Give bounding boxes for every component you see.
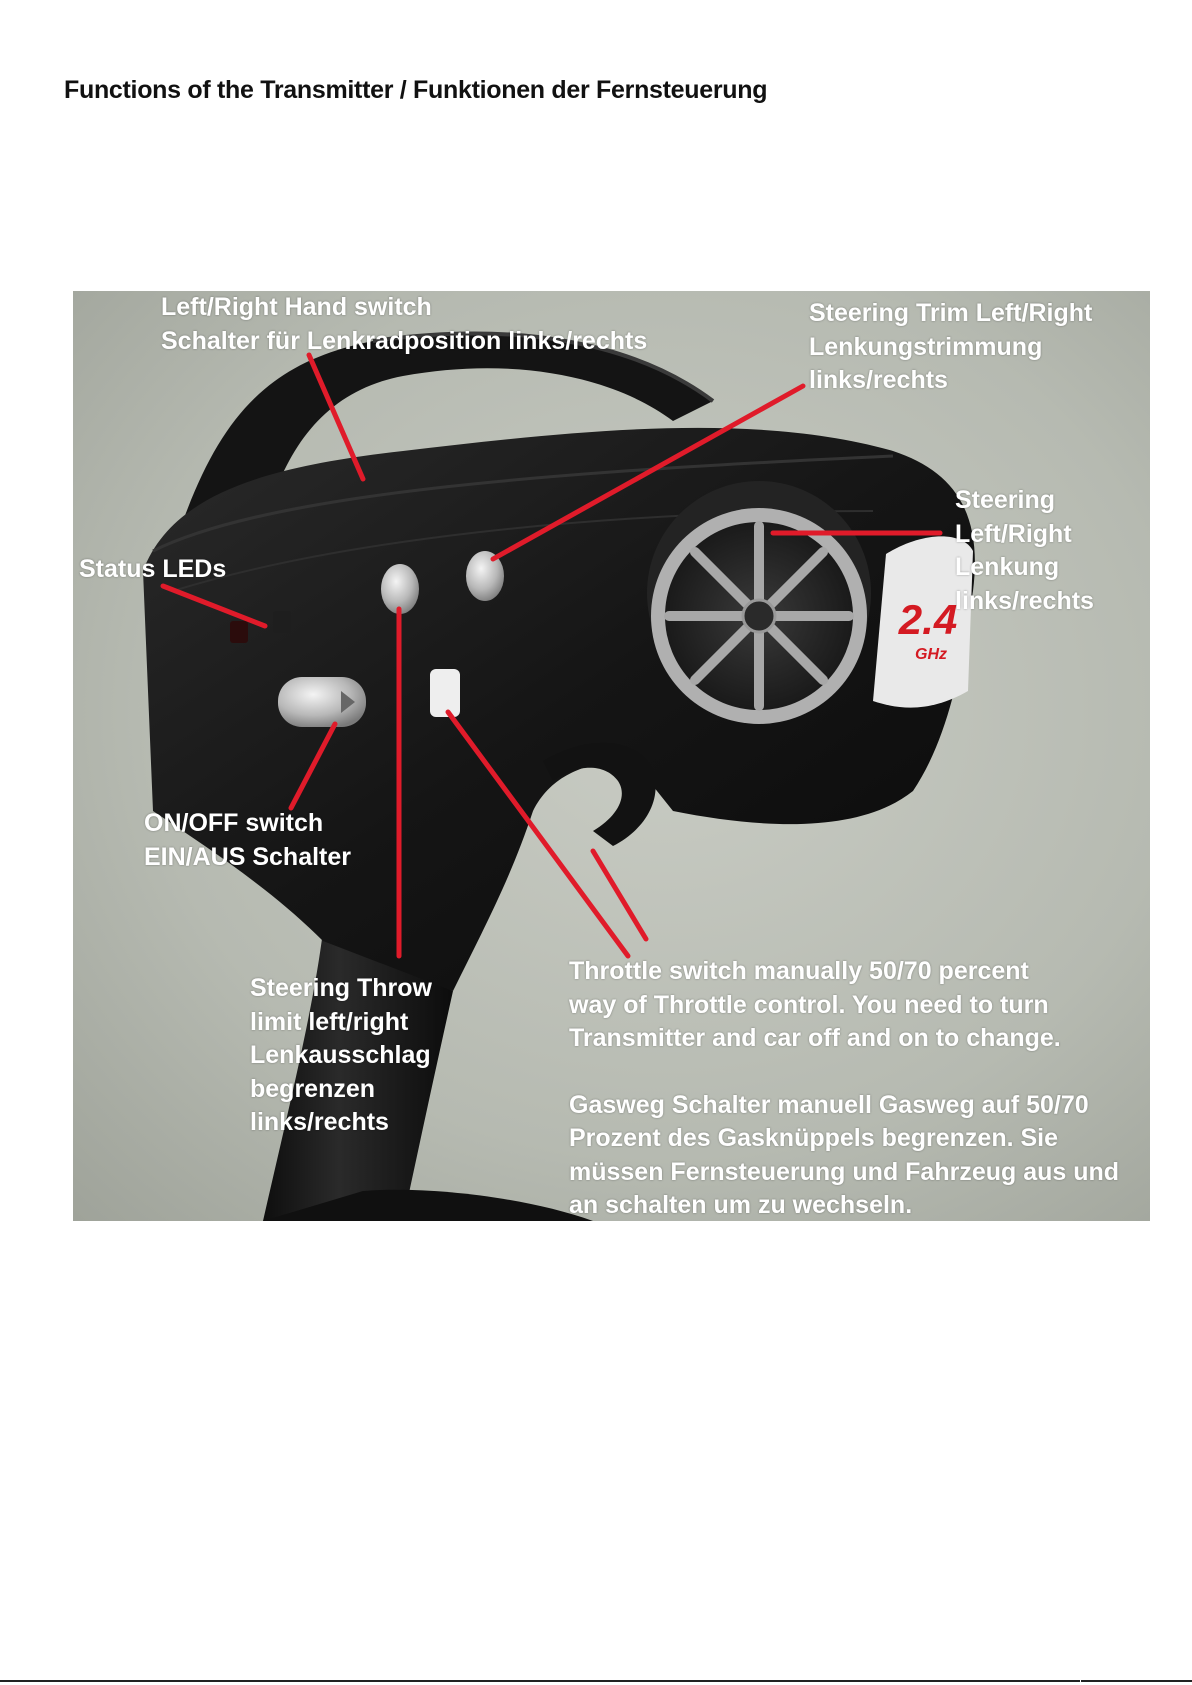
footer-rule-break bbox=[1080, 1680, 1081, 1685]
callout-status-leds: Status LEDs bbox=[79, 555, 227, 583]
pointer-steering-trim bbox=[490, 383, 806, 562]
throttle-limit-switch bbox=[430, 669, 460, 717]
badge-unit: GHz bbox=[915, 646, 947, 663]
callout-throttle-switch: Throttle switch manually 50/70 percent w… bbox=[569, 957, 1120, 1219]
throttle-trigger bbox=[543, 742, 656, 846]
footer-rule bbox=[0, 1680, 1192, 1682]
transmitter-grip bbox=[263, 931, 453, 1221]
callout-steering: Steering Left/Right Lenkung links/rechts bbox=[955, 486, 1094, 615]
pointer-hand-switch bbox=[306, 352, 366, 482]
callout-steering-throw: Steering Throw limit left/right Lenkauss… bbox=[250, 974, 432, 1136]
wheel-hub bbox=[741, 598, 777, 634]
status-led-1 bbox=[230, 621, 248, 643]
pointer-throttle-switch bbox=[445, 709, 631, 959]
pointer-power-switch bbox=[288, 721, 338, 811]
status-led-2 bbox=[273, 611, 291, 633]
carry-handle bbox=[183, 333, 713, 531]
callout-hand-switch: Left/Right Hand switch Schalter für Lenk… bbox=[161, 293, 648, 355]
transmitter-illustration: 2.4 GHz bbox=[73, 291, 1150, 1221]
page-title: Functions of the Transmitter / Funktione… bbox=[64, 76, 768, 104]
steering-throw-knob bbox=[381, 564, 419, 614]
callout-steering-trim: Steering Trim Left/Right Lenkungstrimmun… bbox=[809, 299, 1093, 394]
power-switch bbox=[278, 677, 366, 727]
pointer-lines bbox=[160, 352, 943, 959]
steering-trim-knob bbox=[466, 551, 504, 601]
badge-number: 2.4 bbox=[898, 596, 957, 643]
pointer-status-leds bbox=[160, 583, 268, 629]
pointer-throttle-switch-2 bbox=[590, 848, 649, 942]
frequency-badge bbox=[873, 536, 973, 708]
transmitter-photo: 2.4 GHz Left/Right Hand switch Schalter … bbox=[73, 291, 1150, 1221]
callout-power-switch: ON/OFF switch EIN/AUS Schalter bbox=[144, 809, 352, 871]
